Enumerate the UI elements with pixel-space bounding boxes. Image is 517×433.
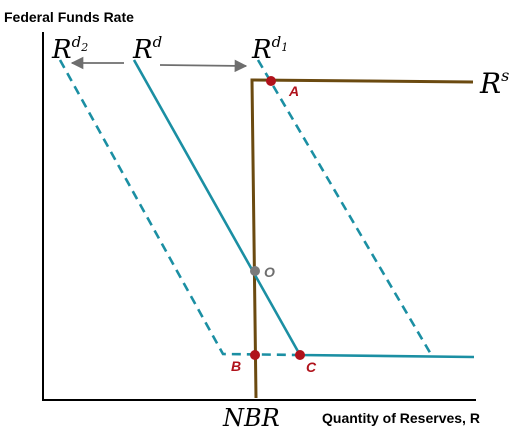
reserve-demand-curve-1 [256, 59, 434, 357]
point-a-label: A [288, 83, 299, 99]
point-b-marker [250, 350, 260, 360]
point-b-label: B [231, 358, 241, 374]
x-axis-label: Quantity of Reserves, R [322, 410, 480, 426]
shift-right-arrow [159, 59, 248, 73]
point-o-marker [250, 266, 260, 276]
nbr-label: NBR [222, 404, 280, 432]
y-axis-label: Federal Funds Rate [4, 9, 134, 25]
point-a-marker [266, 76, 276, 86]
rd-label: Rd [132, 33, 162, 65]
reserve-supply-curve [250, 78, 474, 399]
rd2-label: Rd2 [51, 33, 88, 65]
rd1-label: Rd1 [251, 33, 288, 65]
reserve-demand-curve [132, 59, 475, 359]
point-o-label: O [264, 264, 275, 280]
rs-label: Rs [479, 66, 509, 100]
point-c-marker [295, 350, 305, 360]
reserve-demand-curve-2 [58, 59, 301, 357]
point-c-label: C [306, 359, 317, 375]
